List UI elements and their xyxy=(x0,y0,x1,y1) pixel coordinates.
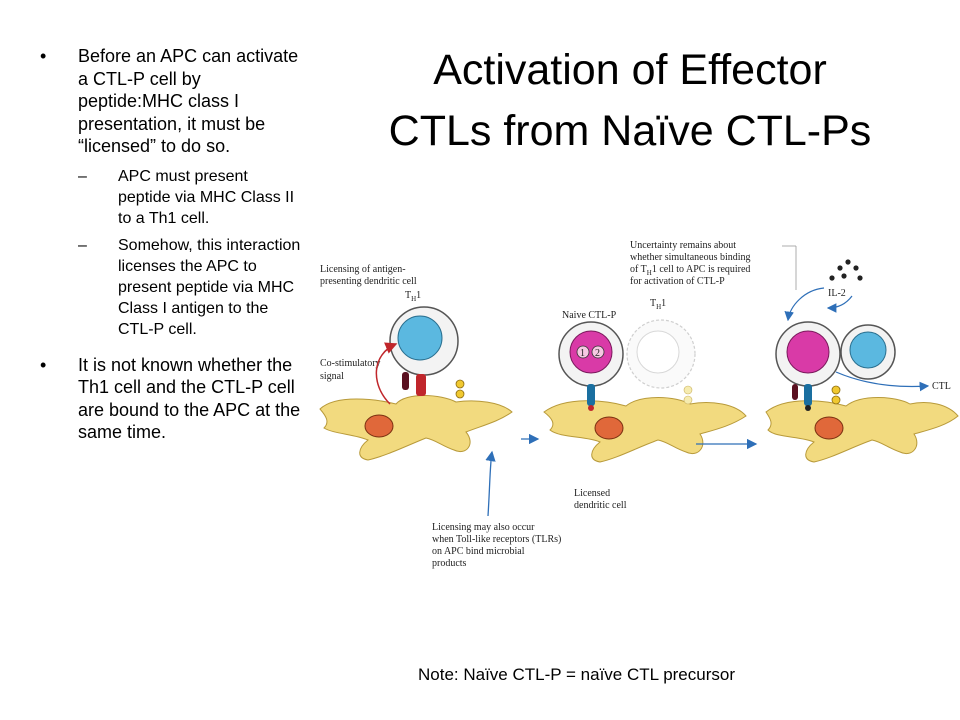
mhc-class-i-receptor xyxy=(587,384,595,406)
uncertainty-note: Uncertainty remains about xyxy=(630,240,736,251)
peptide-marker xyxy=(805,405,811,411)
signal-1-label: 1 xyxy=(580,348,585,359)
accessory-molecule xyxy=(831,385,841,395)
dendritic-cell-nucleus xyxy=(594,416,624,440)
figure-svg: Licensing of antigen- presenting dendrit… xyxy=(319,240,959,569)
dendritic-cell xyxy=(319,395,513,461)
signal-1-marker xyxy=(576,345,590,359)
licensed-label: Licensed xyxy=(574,488,610,499)
il2-dot xyxy=(841,273,847,279)
ctl-output-arrow xyxy=(835,371,930,392)
ctl-nucleus xyxy=(786,330,830,374)
tlr-note: Licensing may also occur xyxy=(432,522,535,533)
bullet-marker: • xyxy=(40,46,47,66)
mhc-class-i-receptor xyxy=(804,384,812,406)
accessory-molecule xyxy=(455,389,465,399)
mhc-class-ii-receptor xyxy=(416,374,426,396)
il2-binding-arrow xyxy=(784,287,825,322)
il2-dot xyxy=(845,259,851,265)
accessory-molecule xyxy=(455,379,465,389)
bullet-marker: • xyxy=(40,354,47,375)
th1-faded-nucleus xyxy=(636,330,680,374)
bullet-item: • Before an APC can activate a CTL-P cel… xyxy=(40,45,302,340)
sub-bullet-item: – Somehow, this interaction licenses the… xyxy=(78,235,302,340)
th1-nucleus xyxy=(849,331,887,369)
licensed-dendritic-cell xyxy=(543,397,747,463)
uncertainty-note: for activation of CTL-P xyxy=(630,276,725,287)
accessory-molecule xyxy=(831,395,841,405)
licensed-label: dendritic cell xyxy=(574,500,627,511)
dendritic-cell xyxy=(765,397,959,463)
tlr-note: on APC bind microbial xyxy=(432,546,525,557)
bullet-item: • It is not known whether the Th1 cell a… xyxy=(40,354,302,444)
il2-dot xyxy=(837,265,843,271)
bullet-text: Before an APC can activate a CTL-P cell … xyxy=(78,46,299,156)
il2-dot xyxy=(829,275,835,281)
signal-2-label: 2 xyxy=(595,348,600,359)
sub-bullet-text: Somehow, this interaction licenses the A… xyxy=(118,236,301,338)
th1-faded-label: TH1 xyxy=(650,298,666,311)
costim-label: Co-stimulatory xyxy=(320,358,381,369)
peptide-marker xyxy=(588,405,594,411)
il2-secretion-arrow xyxy=(826,295,853,313)
licensing-label: Licensing of antigen- xyxy=(320,264,406,275)
ctl-nucleus xyxy=(569,330,613,374)
il2-dot xyxy=(857,275,863,281)
bullet-list: • Before an APC can activate a CTL-P cel… xyxy=(40,45,302,444)
il2-label: IL-2 xyxy=(828,288,846,299)
licensing-label: presenting dendritic cell xyxy=(320,276,417,287)
ctl-activation-figure: Licensing of antigen- presenting dendrit… xyxy=(316,234,960,584)
sub-bullet-marker: – xyxy=(78,167,87,185)
bullet-text: It is not known whether the Th1 cell and… xyxy=(78,354,301,443)
dendritic-cell-nucleus xyxy=(364,414,394,438)
sub-bullet-marker: – xyxy=(78,236,87,254)
dendritic-cell-nucleus xyxy=(814,416,844,440)
slide-title: Activation of Effector CTLs from Naïve C… xyxy=(388,46,872,155)
th1-label: TH1 xyxy=(405,290,421,303)
co-stimulatory-molecule xyxy=(792,384,798,400)
tlr-note: products xyxy=(432,558,467,569)
uncertainty-note: whether simultaneous binding xyxy=(630,252,751,263)
costim-label: signal xyxy=(320,371,344,382)
sub-bullet-item: – APC must present peptide via MHC Class… xyxy=(78,166,302,229)
ctl-label: CTL xyxy=(932,381,951,392)
il2-dot xyxy=(853,265,859,271)
uncertainty-note: of TH1 cell to APC is required xyxy=(630,264,750,277)
costim-signal-arrow xyxy=(375,342,398,405)
accessory-molecule xyxy=(683,385,693,395)
signal-2-marker xyxy=(591,345,605,359)
accessory-molecule xyxy=(683,395,693,405)
footnote: Note: Naïve CTL-P = naïve CTL precursor xyxy=(418,665,735,684)
tlr-note: when Toll-like receptors (TLRs) xyxy=(432,534,561,545)
sub-bullet-list: – APC must present peptide via MHC Class… xyxy=(78,166,302,340)
naive-ctl-label: Naive CTL-P xyxy=(562,310,617,321)
tlr-arrow xyxy=(485,450,496,517)
sub-bullet-text: APC must present peptide via MHC Class I… xyxy=(118,167,295,227)
co-stimulatory-molecule xyxy=(402,372,409,390)
th1-nucleus xyxy=(397,315,443,361)
